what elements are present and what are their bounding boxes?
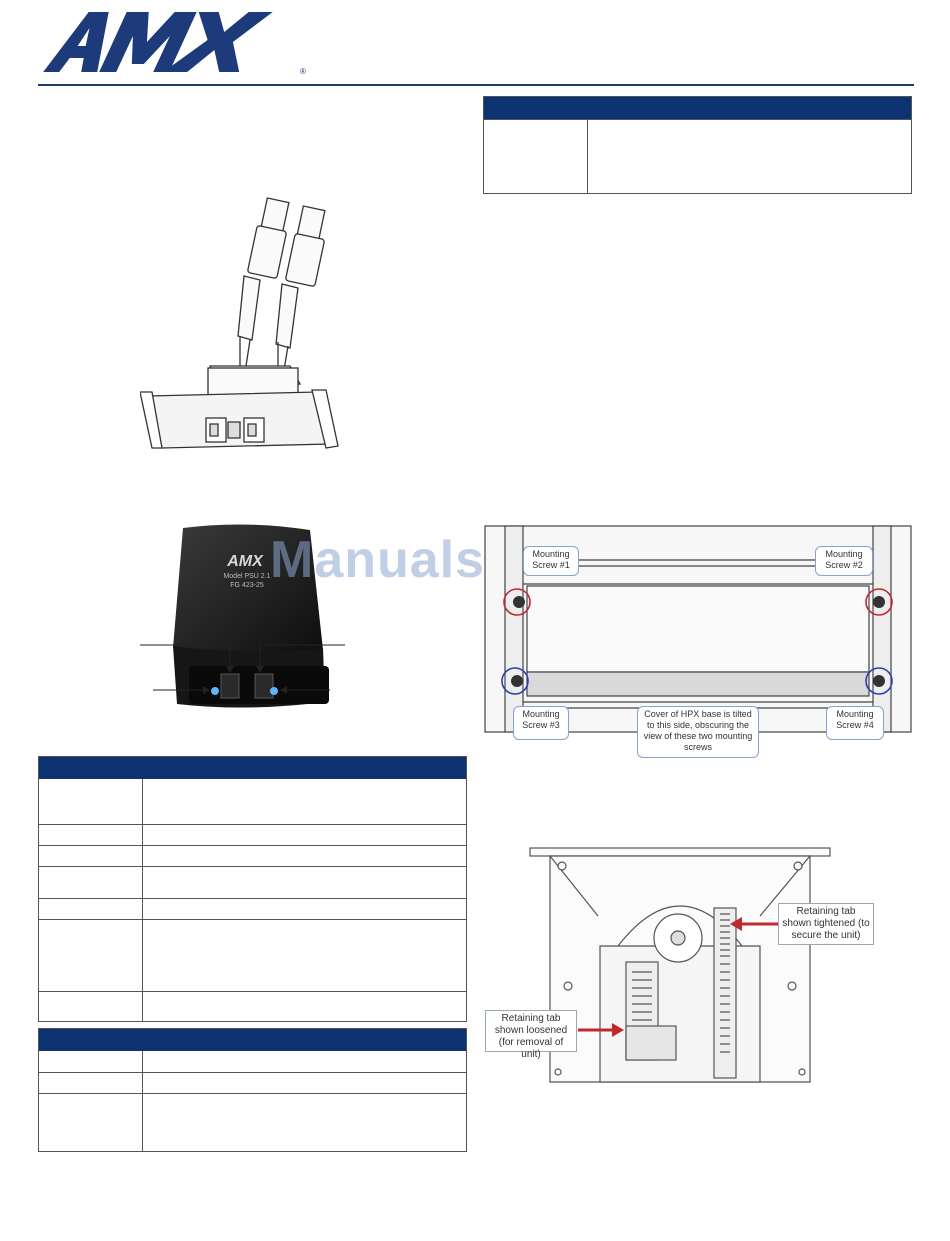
callout-screw-2: Mounting Screw #2 — [815, 546, 873, 576]
table-row — [39, 1072, 466, 1093]
table-row — [39, 866, 466, 898]
table-row — [39, 779, 466, 824]
table-header — [39, 757, 466, 779]
psu-model: Model PSU 2.1 — [223, 573, 270, 580]
table-row — [39, 824, 466, 845]
table-row — [484, 119, 911, 193]
table-row — [39, 845, 466, 866]
table-header — [39, 1029, 466, 1051]
table-row — [39, 991, 466, 1022]
table-header — [484, 97, 911, 119]
spec-table-top-right — [483, 96, 912, 194]
callout-cover-note: Cover of HPX base is tilted to this side… — [637, 706, 759, 758]
callout-tab-loosened: Retaining tab shown loosened (for remova… — [485, 1010, 577, 1060]
spec-table-left-bottom — [38, 1028, 467, 1152]
retaining-tab-diagram — [529, 847, 831, 1083]
table-row — [39, 898, 466, 919]
callout-screw-3: Mounting Screw #3 — [513, 706, 569, 740]
spec-table-left-main — [38, 756, 467, 1022]
callout-screw-4: Mounting Screw #4 — [826, 706, 884, 740]
psu-brand: AMX — [226, 553, 264, 570]
svg-text:®: ® — [300, 67, 306, 76]
callout-screw-1: Mounting Screw #1 — [523, 546, 579, 576]
psu-photo: AMX Model PSU 2.1 FG 423-25 — [140, 524, 345, 708]
psu-fg: FG 423-25 — [230, 582, 264, 589]
callout-tab-tightened: Retaining tab shown tightened (to secure… — [778, 903, 874, 945]
table-row — [39, 1093, 466, 1151]
header-rule — [38, 84, 914, 86]
table-row — [39, 1051, 466, 1072]
table-row — [39, 919, 466, 991]
amx-logo: ® — [43, 12, 306, 76]
usb-connector-illustration — [140, 197, 339, 449]
